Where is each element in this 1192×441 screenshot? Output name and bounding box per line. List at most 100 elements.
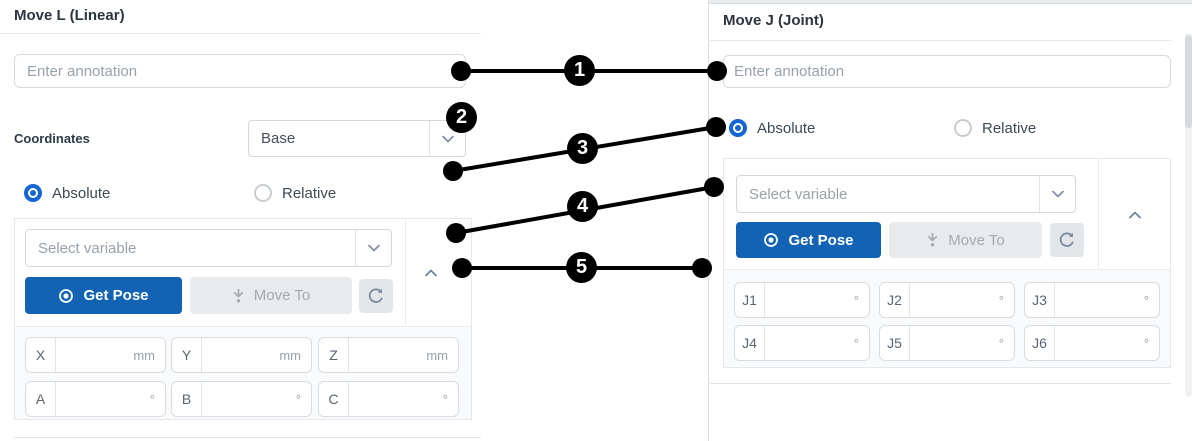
- pose-field-z-input[interactable]: [349, 338, 427, 372]
- coordinates-dropdown[interactable]: Base: [248, 120, 466, 157]
- move-to-label: Move To: [253, 287, 311, 304]
- pose-field-a-label: A: [26, 382, 56, 416]
- joint-field-j4-input[interactable]: [765, 326, 854, 360]
- relative-radio[interactable]: [254, 184, 272, 202]
- pose-field-b: B °: [171, 381, 312, 417]
- joint-field-j2-input[interactable]: [910, 283, 999, 317]
- target-icon: [763, 232, 779, 248]
- callout-badge-3: 3: [567, 133, 598, 164]
- section-bottom-divider: [710, 383, 1171, 384]
- collapse-section-button[interactable]: [1123, 203, 1147, 227]
- get-pose-label: Get Pose: [788, 231, 854, 249]
- absolute-radio-group[interactable]: Absolute: [729, 119, 815, 137]
- section-vertical-divider: [1098, 159, 1099, 269]
- scrollbar-thumb[interactable]: [1185, 35, 1192, 128]
- pose-field-y-label: Y: [172, 338, 202, 372]
- move-l-panel: Move L (Linear) Coordinates Base Absolut…: [0, 0, 483, 441]
- get-pose-button[interactable]: Get Pose: [736, 222, 881, 258]
- move-l-title: Move L (Linear): [14, 7, 125, 24]
- card-top-edge: [709, 0, 1192, 4]
- move-j-title: Move J (Joint): [723, 12, 824, 29]
- absolute-radio[interactable]: [729, 119, 747, 137]
- joint-section: Select variable Get Pose Move To: [723, 158, 1171, 368]
- move-to-icon: [926, 232, 939, 248]
- pose-field-b-unit: °: [295, 391, 301, 407]
- pose-values-area: X mm Y mm Z mm A °: [15, 326, 471, 419]
- coordinates-label: Coordinates: [14, 131, 90, 146]
- joint-field-j3-label: J3: [1025, 283, 1055, 317]
- absolute-radio-label: Absolute: [52, 184, 111, 202]
- pose-field-a-unit: °: [149, 391, 155, 407]
- joint-field-j2-label: J2: [880, 283, 910, 317]
- callout-badge-1: 1: [564, 55, 595, 86]
- relative-radio[interactable]: [954, 119, 972, 137]
- joint-field-j4-label: J4: [735, 326, 765, 360]
- pose-field-c-unit: °: [442, 391, 448, 407]
- refresh-pose-button[interactable]: [1050, 223, 1084, 257]
- pose-field-c-input[interactable]: [349, 382, 443, 416]
- pose-field-y: Y mm: [171, 337, 312, 373]
- move-to-button[interactable]: Move To: [190, 277, 352, 314]
- absolute-radio-group[interactable]: Absolute: [24, 184, 110, 202]
- pose-field-y-input[interactable]: [202, 338, 280, 372]
- chevron-up-icon: [425, 269, 437, 277]
- absolute-radio-label: Absolute: [757, 119, 816, 137]
- section-vertical-divider: [405, 219, 406, 325]
- variable-dropdown-placeholder: Select variable: [749, 185, 848, 203]
- pose-field-c-label: C: [319, 382, 349, 416]
- refresh-icon: [367, 287, 385, 305]
- joint-field-j1-input[interactable]: [765, 283, 854, 317]
- chevron-down-icon: [1039, 176, 1075, 212]
- annotation-input[interactable]: [723, 55, 1171, 88]
- relative-radio-group[interactable]: Relative: [954, 119, 1036, 137]
- refresh-pose-button[interactable]: [359, 279, 393, 313]
- coordinates-dropdown-value: Base: [261, 130, 296, 147]
- joint-field-j5-input[interactable]: [910, 326, 999, 360]
- joint-field-j4: J4 °: [734, 325, 870, 361]
- pose-field-a-input[interactable]: [56, 382, 150, 416]
- relative-radio-group[interactable]: Relative: [254, 184, 336, 202]
- variable-dropdown-placeholder: Select variable: [38, 239, 137, 257]
- move-to-button[interactable]: Move To: [889, 222, 1042, 258]
- relative-radio-label: Relative: [982, 119, 1037, 137]
- pose-field-y-unit: mm: [279, 347, 301, 363]
- panel-bottom-divider: [14, 437, 481, 438]
- target-icon: [58, 288, 74, 304]
- joint-field-j6-unit: °: [1143, 335, 1149, 351]
- joint-field-j4-unit: °: [853, 335, 859, 351]
- joint-field-j6-label: J6: [1025, 326, 1055, 360]
- pose-field-z-label: Z: [319, 338, 349, 372]
- joint-field-j5: J5 °: [879, 325, 1015, 361]
- chevron-up-icon: [1129, 211, 1141, 219]
- joint-field-j5-unit: °: [998, 335, 1004, 351]
- pose-field-z-unit: mm: [426, 347, 448, 363]
- joint-field-j3: J3 °: [1024, 282, 1160, 318]
- header-divider: [0, 33, 481, 34]
- get-pose-label: Get Pose: [83, 287, 149, 304]
- get-pose-button[interactable]: Get Pose: [25, 277, 182, 314]
- header-divider: [710, 40, 1171, 41]
- joint-field-j1-unit: °: [853, 292, 859, 308]
- pose-field-a: A °: [25, 381, 166, 417]
- relative-radio-label: Relative: [282, 184, 337, 202]
- absolute-radio[interactable]: [24, 184, 42, 202]
- callout-badge-5: 5: [566, 252, 597, 283]
- annotation-input[interactable]: [14, 54, 466, 88]
- joint-field-j3-unit: °: [1143, 292, 1149, 308]
- collapse-section-button[interactable]: [419, 261, 443, 285]
- joint-field-j6: J6 °: [1024, 325, 1160, 361]
- variable-dropdown[interactable]: Select variable: [736, 175, 1076, 213]
- pose-field-b-input[interactable]: [202, 382, 296, 416]
- joint-values-area: J1 ° J2 ° J3 ° J4 °: [724, 269, 1170, 367]
- pose-section: Select variable Get Pose Move To: [14, 218, 472, 420]
- joint-field-j1-label: J1: [735, 283, 765, 317]
- joint-field-j3-input[interactable]: [1055, 283, 1144, 317]
- pose-field-b-label: B: [172, 382, 202, 416]
- joint-field-j6-input[interactable]: [1055, 326, 1144, 360]
- pose-field-x-label: X: [26, 338, 56, 372]
- joint-field-j5-label: J5: [880, 326, 910, 360]
- pose-field-x-input[interactable]: [56, 338, 134, 372]
- variable-dropdown[interactable]: Select variable: [25, 229, 392, 267]
- scrollbar[interactable]: [1185, 33, 1192, 397]
- move-to-icon: [232, 288, 245, 304]
